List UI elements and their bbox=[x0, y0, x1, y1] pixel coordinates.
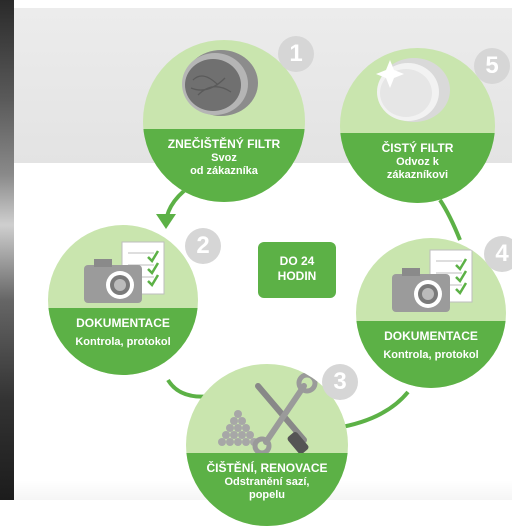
step-4-subtitle: Kontrola, protokol bbox=[383, 348, 479, 361]
duration-line-1: DO 24 bbox=[279, 254, 315, 268]
step-4-documentation: DOKUMENTACE Kontrola, protokol bbox=[356, 238, 506, 388]
step-1-number-badge: 1 bbox=[278, 36, 314, 72]
step-2-title: DOKUMENTACE bbox=[76, 315, 170, 330]
step-5-subtitle: Odvoz k zákazníkovi bbox=[386, 155, 449, 181]
step-5-number-badge: 5 bbox=[474, 48, 510, 84]
step-1-caption: ZNEČIŠTĚNÝ FILTR Svoz od zákazníka bbox=[143, 129, 305, 202]
duration-badge: DO 24 HODIN bbox=[258, 242, 336, 298]
arrow-head-2 bbox=[156, 214, 176, 229]
step-4-title: DOKUMENTACE bbox=[384, 328, 478, 343]
step-3-cleaning: ČIŠTĚNÍ, RENOVACE Odstranění sazí, popel… bbox=[186, 364, 348, 526]
duration-line-2: HODIN bbox=[277, 269, 317, 283]
dirty-filter-icon bbox=[182, 50, 258, 116]
step-4-caption: DOKUMENTACE Kontrola, protokol bbox=[356, 320, 506, 388]
camera-checklist-icon bbox=[84, 241, 165, 303]
step-2-number-badge: 2 bbox=[185, 228, 221, 264]
connector-4-5 bbox=[438, 198, 462, 241]
step-5-title: ČISTÝ FILTR bbox=[381, 141, 454, 156]
step-1-subtitle: Svoz od zákazníka bbox=[190, 151, 258, 177]
step-3-caption: ČIŠTĚNÍ, RENOVACE Odstranění sazí, popel… bbox=[186, 453, 348, 526]
step-4-number-badge: 4 bbox=[484, 236, 512, 272]
step-2-caption: DOKUMENTACE Kontrola, protokol bbox=[48, 307, 198, 375]
clean-filter-icon bbox=[376, 58, 450, 122]
step-3-number-badge: 3 bbox=[322, 364, 358, 400]
step-5-caption: ČISTÝ FILTR Odvoz k zákazníkovi bbox=[340, 133, 495, 203]
step-3-subtitle: Odstranění sazí, popelu bbox=[224, 475, 310, 501]
step-2-documentation: DOKUMENTACE Kontrola, protokol bbox=[48, 225, 198, 375]
tools-icon bbox=[218, 372, 318, 456]
step-3-title: ČIŠTĚNÍ, RENOVACE bbox=[206, 461, 328, 476]
step-1-dirty-filter: ZNEČIŠTĚNÝ FILTR Svoz od zákazníka bbox=[143, 40, 305, 202]
background-photo bbox=[0, 0, 14, 500]
step-2-subtitle: Kontrola, protokol bbox=[75, 335, 171, 348]
camera-checklist-icon bbox=[392, 249, 473, 312]
step-5-clean-filter: ČISTÝ FILTR Odvoz k zákazníkovi bbox=[340, 48, 495, 203]
step-1-title: ZNEČIŠTĚNÝ FILTR bbox=[167, 137, 281, 152]
